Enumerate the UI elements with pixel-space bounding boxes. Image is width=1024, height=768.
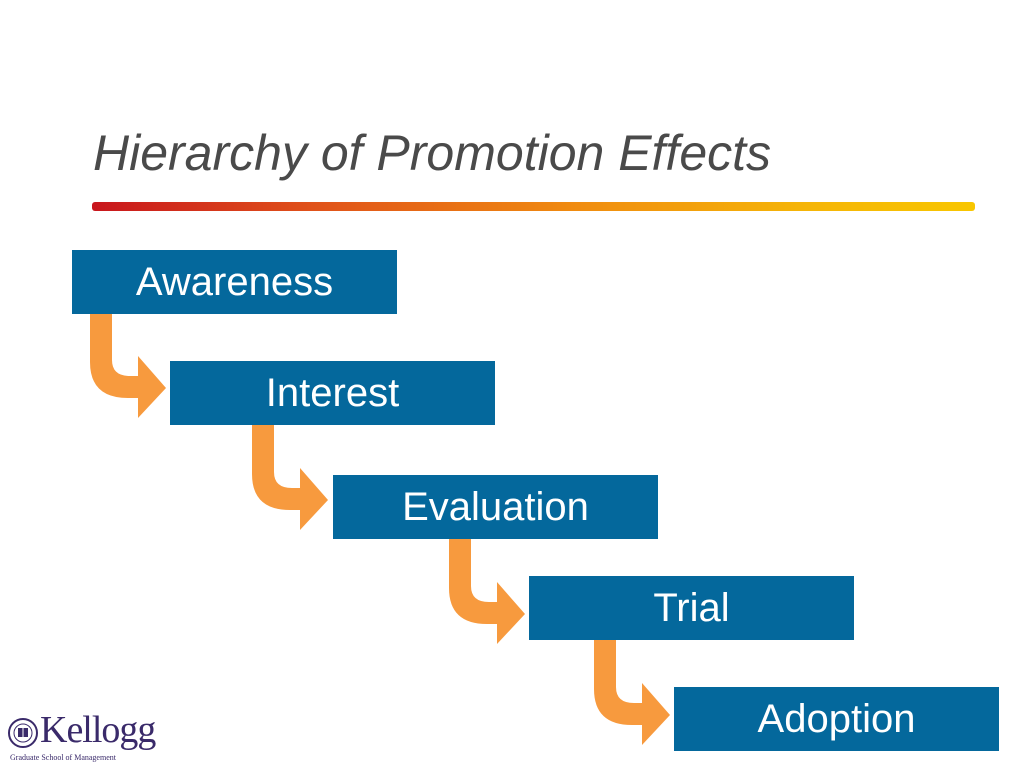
university-seal-icon	[8, 718, 38, 748]
title-underline	[92, 202, 975, 211]
step-arrow-3-to-4	[594, 637, 670, 745]
slide-title: Hierarchy of Promotion Effects	[93, 125, 772, 181]
step-box-trial: Trial	[529, 576, 854, 640]
step-box-awareness: Awareness	[72, 250, 397, 314]
logo-tagline: Graduate School of Management	[10, 753, 116, 762]
step-arrow-0-to-1	[90, 310, 166, 418]
step-box-adoption: Adoption	[674, 687, 999, 751]
kellogg-logo: Kellogg Graduate School of Management	[6, 709, 166, 766]
step-box-evaluation: Evaluation	[333, 475, 658, 539]
logo-wordmark: Kellogg	[40, 709, 156, 751]
step-arrow-1-to-2	[252, 422, 328, 530]
step-box-interest: Interest	[170, 361, 495, 425]
step-arrow-2-to-3	[449, 536, 525, 644]
